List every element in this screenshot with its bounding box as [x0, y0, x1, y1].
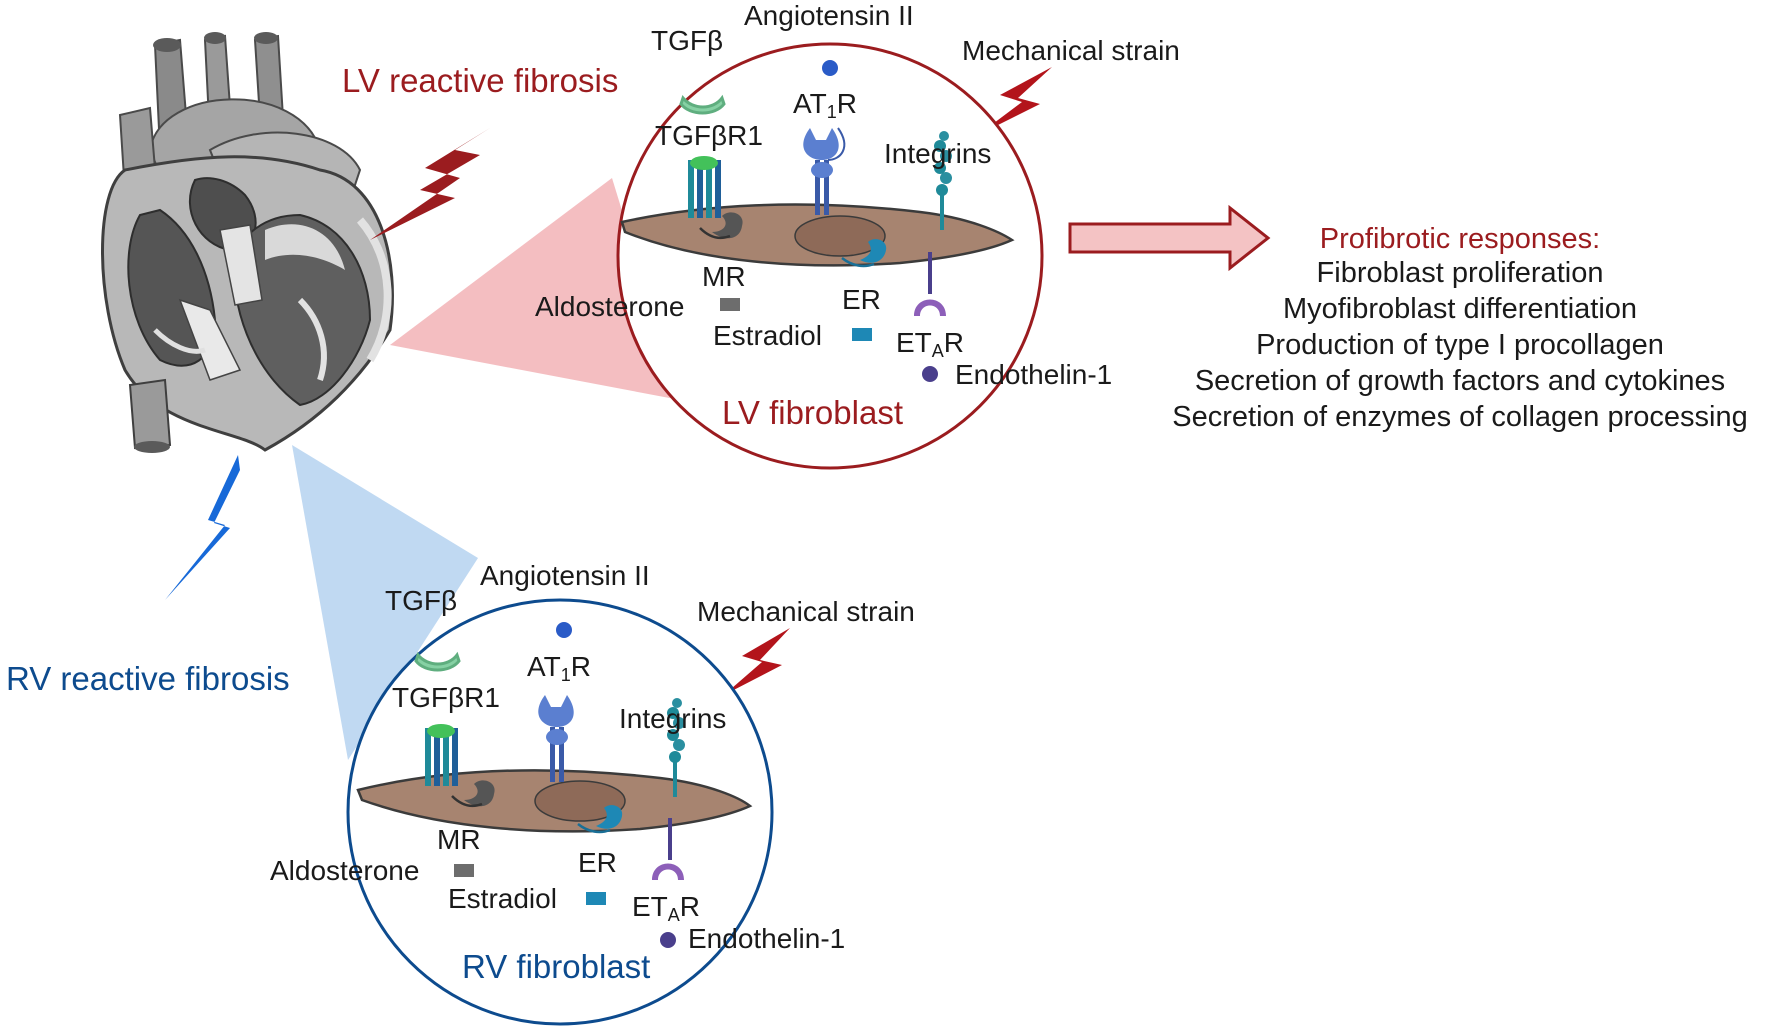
- lv-aldosterone-label: Aldosterone: [535, 291, 684, 322]
- lv-er-receptor-icon: [860, 239, 887, 263]
- response-arrow: [1068, 204, 1271, 272]
- lv-lightning-bolt-icon: [370, 128, 490, 240]
- rv-at1r-label: AT1R: [527, 651, 591, 685]
- rv-at1r-receptor-icon: [538, 695, 574, 782]
- heart-illustration: [101, 32, 394, 453]
- lv-tgfbr1-receptor-icon: [688, 156, 721, 218]
- lv-fibroblast-label: LV fibroblast: [722, 394, 903, 431]
- rv-mechanical-label: Mechanical strain: [697, 596, 915, 627]
- lv-tgfb-ligand-icon: [679, 94, 726, 115]
- lv-integrins-label: Integrins: [884, 138, 991, 169]
- rv-tgfbr1-label: TGFβR1: [392, 682, 500, 713]
- rv-etar-label: ETAR: [632, 891, 700, 925]
- rv-mechanical-bolt-icon: [724, 628, 790, 695]
- lv-estradiol-square-icon: [852, 328, 872, 341]
- lv-angiotensin-label: Angiotensin II: [744, 0, 914, 31]
- response-item: Fibroblast proliferation: [1317, 257, 1604, 289]
- rv-tgfbr1-receptor-icon: [425, 724, 458, 786]
- rv-aldosterone-square-icon: [454, 864, 474, 877]
- rv-tgfb-ligand-icon: [414, 651, 461, 672]
- rv-zoom-cone: [292, 445, 478, 760]
- response-item: Secretion of enzymes of collagen process…: [1172, 401, 1747, 433]
- rv-er-label: ER: [578, 847, 617, 878]
- lv-aldosterone-square-icon: [720, 298, 740, 311]
- rv-tgfb-label: TGFβ: [385, 585, 457, 616]
- lv-fibrosis-title: LV reactive fibrosis: [342, 62, 618, 99]
- lv-angiotensin-dot-icon: [822, 60, 838, 76]
- rv-endothelin-dot-icon: [660, 932, 676, 948]
- rv-aldosterone-label: Aldosterone: [270, 855, 419, 886]
- rv-angiotensin-label: Angiotensin II: [480, 560, 650, 591]
- responses-heading: Profibrotic responses:: [1320, 223, 1600, 255]
- rv-estradiol-square-icon: [586, 892, 606, 905]
- lv-estradiol-label: Estradiol: [713, 320, 822, 351]
- lv-er-label: ER: [842, 284, 881, 315]
- lv-tgfb-label: TGFβ: [651, 25, 723, 56]
- rv-etar-receptor-icon: [652, 818, 684, 880]
- rv-mr-label: MR: [437, 824, 481, 855]
- rv-er-receptor-icon: [596, 805, 623, 829]
- lv-endothelin-dot-icon: [922, 366, 938, 382]
- rv-lightning-bolt-icon: [165, 455, 240, 600]
- rv-fibrosis-title: RV reactive fibrosis: [6, 660, 290, 697]
- rv-angiotensin-dot-icon: [556, 622, 572, 638]
- rv-integrins-label: Integrins: [619, 703, 726, 734]
- lv-mechanical-label: Mechanical strain: [962, 35, 1180, 66]
- lv-mr-receptor-icon: [712, 212, 743, 239]
- rv-endothelin-label: Endothelin-1: [688, 923, 845, 954]
- lv-mr-label: MR: [702, 261, 746, 292]
- rv-fibroblast-panel: [346, 598, 774, 1026]
- lv-integrin-icon: [934, 131, 952, 230]
- rv-mr-receptor-icon: [464, 780, 495, 807]
- rv-estradiol-label: Estradiol: [448, 883, 557, 914]
- lv-zoom-cone: [390, 178, 680, 400]
- lv-fibroblast-panel: [616, 42, 1044, 470]
- rv-fibroblast-label: RV fibroblast: [462, 948, 650, 985]
- lv-at1r-receptor-icon: [803, 127, 846, 215]
- response-item: Production of type I procollagen: [1256, 329, 1664, 361]
- lv-etar-label: ETAR: [896, 327, 964, 361]
- response-item: Myofibroblast differentiation: [1283, 293, 1637, 325]
- lv-at1r-label: AT1R: [793, 88, 857, 122]
- rv-integrin-icon: [667, 698, 685, 797]
- lv-endothelin-label: Endothelin-1: [955, 359, 1112, 390]
- lv-tgfbr1-label: TGFβR1: [655, 120, 763, 151]
- rv-nucleus: [534, 780, 626, 822]
- lv-nucleus: [794, 215, 886, 257]
- lv-etar-receptor-icon: [914, 252, 946, 316]
- response-item: Secretion of growth factors and cytokine…: [1195, 365, 1725, 397]
